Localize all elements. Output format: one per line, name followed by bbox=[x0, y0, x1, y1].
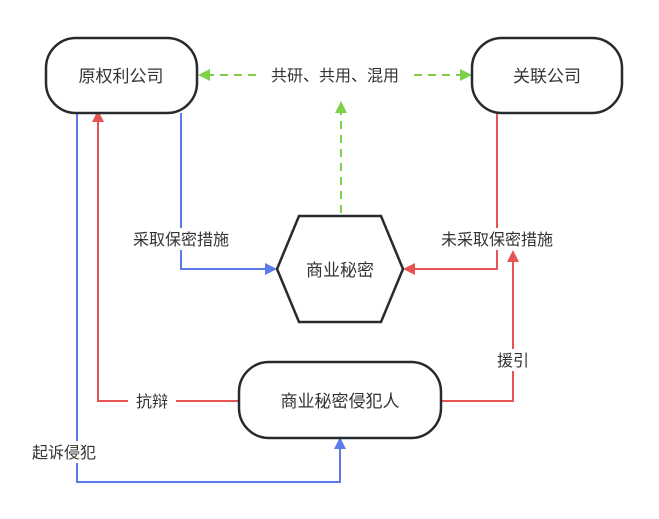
edge-no-protective-measures bbox=[403, 113, 498, 275]
edge-label-shared-use: 共研、共用、混用 bbox=[271, 66, 399, 85]
node-shape bbox=[275, 214, 405, 324]
node-shape bbox=[44, 36, 199, 115]
edge-line bbox=[76, 113, 346, 483]
node-shape bbox=[470, 36, 624, 115]
edge-label-sue: 起诉侵犯 bbox=[32, 443, 96, 462]
edge-defense: 抗辩 bbox=[92, 110, 239, 412]
node-label: 商业秘密侵犯人 bbox=[281, 392, 400, 412]
edge-shared-use: 共研、共用、混用 bbox=[198, 66, 472, 213]
edge-line bbox=[92, 110, 239, 402]
edge-label-defense: 抗辩 bbox=[136, 392, 168, 411]
edge-protective-measures: 采取保密措施 bbox=[122, 113, 277, 275]
node-infringer[interactable]: 商业秘密侵犯人 bbox=[237, 360, 443, 440]
edge-invoke: 援引 bbox=[441, 250, 534, 402]
edge-label-protective-measures: 采取保密措施 bbox=[133, 230, 229, 249]
node-shape bbox=[237, 360, 443, 440]
edge-line bbox=[180, 113, 277, 275]
edge-line bbox=[441, 250, 519, 402]
node-label: 原权利公司 bbox=[79, 67, 164, 87]
node-label: 关联公司 bbox=[513, 67, 581, 87]
node-trade-secret[interactable]: 商业秘密 bbox=[275, 214, 405, 324]
edge-label-no-protective-measures: 未采取保密措施 bbox=[441, 230, 553, 249]
edge-line bbox=[403, 113, 498, 275]
node-label: 商业秘密 bbox=[306, 261, 374, 281]
node-original-owner[interactable]: 原权利公司 bbox=[44, 36, 199, 115]
edge-sue: 起诉侵犯 bbox=[26, 113, 346, 483]
edge-label-invoke: 援引 bbox=[497, 351, 529, 370]
node-affiliate[interactable]: 关联公司 bbox=[470, 36, 624, 115]
